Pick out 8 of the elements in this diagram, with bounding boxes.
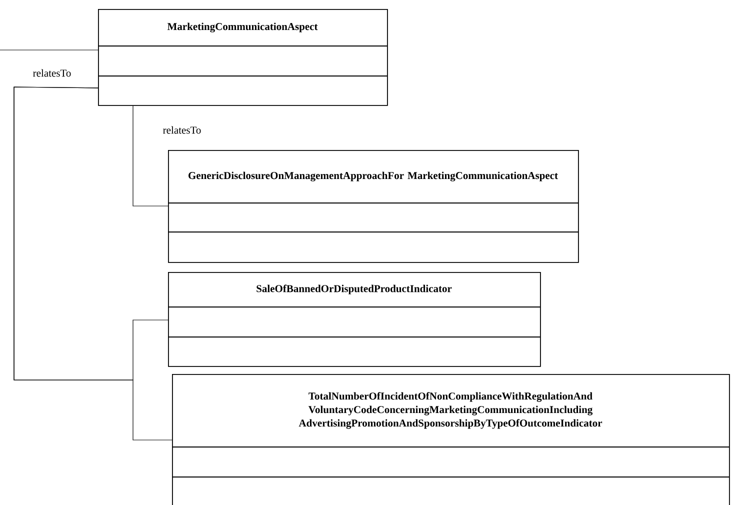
edge-label: relatesTo	[162, 125, 202, 135]
connector-line	[132, 106, 168, 206]
class-box: MarketingCommunicationAspect	[98, 9, 388, 106]
connector-line	[14, 86, 172, 440]
edge-label: relatesTo	[32, 68, 72, 78]
class-box: TotalNumberOfIncidentOfNonComplianceWithRegulationAnd VoluntaryCodeConcerningMarketingCommunicationIncluding AdvertisingPromotionAndSponsorshipByTypeOfOutcomeIndicator	[172, 374, 730, 505]
class-box: GenericDisclosureOnManagementApproachFor MarketingCommunicationAspect	[168, 150, 579, 263]
class-box: SaleOfBannedOrDisputedProductIndicator	[168, 272, 541, 367]
